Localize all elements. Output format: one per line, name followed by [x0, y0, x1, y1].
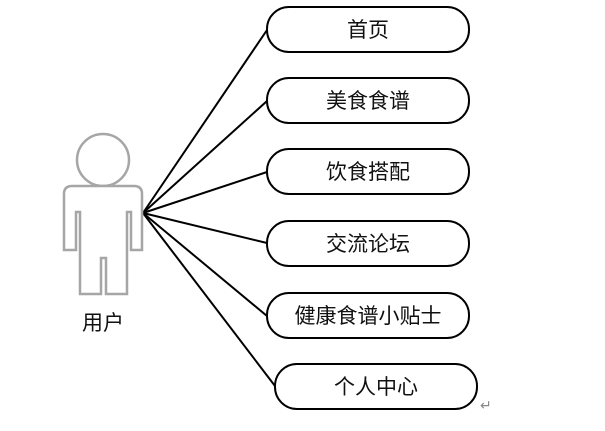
use-case-personal-center: 个人中心 [274, 363, 478, 410]
association-line-recipes [142, 100, 268, 214]
use-case-label: 首页 [347, 18, 389, 42]
association-line-personal-center [142, 212, 276, 387]
actor-label: 用户 [82, 311, 124, 335]
use-case-box [266, 292, 470, 339]
association-line-health-tips [142, 212, 268, 317]
use-case-health-tips: 健康食谱小贴士 [266, 292, 470, 339]
use-case-label: 交流论坛 [326, 232, 410, 256]
use-case-box [266, 77, 470, 124]
use-case-diet-pairing: 饮食搭配 [266, 148, 470, 195]
association-line-diet-pairing [142, 171, 268, 214]
use-case-box [266, 6, 470, 53]
use-case-label: 美食食谱 [326, 89, 410, 113]
use-case-box [266, 220, 470, 267]
use-case-home: 首页 [266, 6, 470, 53]
association-lines [142, 29, 276, 387]
use-case-box [266, 148, 470, 195]
use-case-forum: 交流论坛 [266, 220, 470, 267]
actor-figure [62, 132, 144, 296]
association-line-forum [142, 212, 268, 244]
actor-head [75, 132, 131, 188]
association-line-home [142, 29, 268, 214]
paragraph-mark: ↵ [480, 398, 492, 414]
use-case-recipes: 美食食谱 [266, 77, 470, 124]
use-case-label: 个人中心 [334, 375, 418, 399]
use-case-box [274, 363, 478, 410]
use-case-label: 健康食谱小贴士 [295, 304, 442, 328]
actor-body [62, 184, 144, 296]
use-case-label: 饮食搭配 [326, 160, 410, 184]
